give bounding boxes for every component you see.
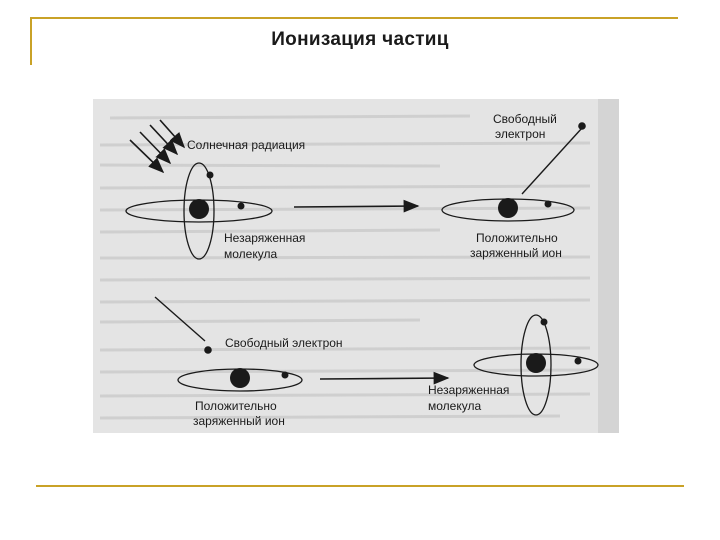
arrow-top	[293, 199, 420, 213]
electron-bottom-right-vertical	[540, 318, 548, 326]
label-positive-ion-bottom-1: Положительно	[195, 399, 277, 413]
electron-top-left-horizontal	[237, 202, 245, 210]
slide-title: Ионизация частиц	[271, 29, 449, 50]
nucleus-top-right	[498, 198, 518, 218]
electron-top-right-orbit	[544, 200, 552, 208]
ionization-diagram: Солнечная радиация Незаряженная молекула…	[93, 99, 619, 433]
nucleus-top-left	[189, 199, 209, 219]
nucleus-bottom-right	[526, 353, 546, 373]
electron-bottom-left-orbit	[281, 371, 289, 379]
label-neutral-molecule-bottom-1: Незаряженная	[428, 383, 509, 397]
neutral-molecule-top	[125, 162, 273, 260]
free-electron-top	[578, 122, 586, 130]
label-free-electron-top-2: электрон	[495, 127, 545, 141]
positive-ion-bottom	[177, 368, 303, 392]
label-positive-ion-top-1: Положительно	[476, 231, 558, 245]
label-neutral-molecule-top-2: молекула	[224, 247, 277, 261]
frame-left-line	[30, 17, 32, 65]
label-neutral-molecule-top-1: Незаряженная	[224, 231, 305, 245]
label-free-electron-top-1: Свободный	[493, 112, 557, 126]
label-solar-radiation: Солнечная радиация	[187, 138, 305, 152]
solar-radiation-rays	[129, 119, 186, 174]
frame-top-line	[30, 17, 678, 19]
electron-top-left-vertical	[206, 171, 214, 179]
label-neutral-molecule-bottom-2: молекула	[428, 399, 481, 413]
free-electron-path-bottom	[154, 296, 206, 342]
neutral-molecule-bottom	[473, 314, 599, 416]
nucleus-bottom-left	[230, 368, 250, 388]
free-electron-path-top	[521, 127, 583, 195]
free-electron-bottom	[204, 346, 212, 354]
frame-bottom-line	[36, 485, 684, 487]
positive-ion-top	[441, 198, 575, 222]
label-positive-ion-bottom-2: заряженный ион	[193, 414, 285, 428]
scan-shadow-right	[598, 99, 619, 433]
label-positive-ion-top-2: заряженный ион	[470, 246, 562, 260]
electron-bottom-right-horizontal	[574, 357, 582, 365]
arrow-bottom	[319, 371, 450, 385]
label-free-electron-bottom: Свободный электрон	[225, 336, 343, 350]
